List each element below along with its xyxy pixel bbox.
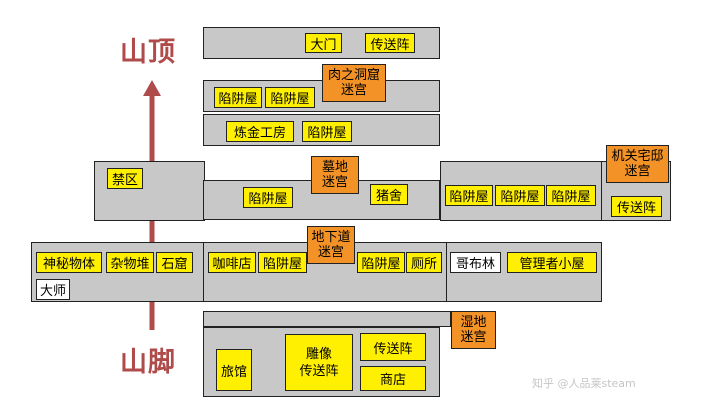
room-keeper-hut: 管理者小屋 xyxy=(507,252,597,273)
foot-label: 山脚 xyxy=(120,347,176,378)
dungeon-swamp: 湿地 迷宫 xyxy=(451,311,496,349)
room-toilet: 厕所 xyxy=(406,252,442,273)
room-gate: 大门 xyxy=(305,33,342,53)
tier-foot-strip xyxy=(203,311,451,327)
room-storage: 杂物堆 xyxy=(106,252,154,273)
room-goblin: 哥布林 xyxy=(450,252,501,273)
room-trap-g: 陷阱屋 xyxy=(546,185,596,206)
dungeon-tomb: 墓地 迷宫 xyxy=(311,156,359,194)
room-trap-f: 陷阱屋 xyxy=(495,185,545,206)
room-statue-teleport: 雕像 传送阵 xyxy=(285,334,353,391)
room-teleport-mansion: 传送阵 xyxy=(611,196,662,217)
room-trap-e: 陷阱屋 xyxy=(445,185,493,206)
room-trap-i: 陷阱屋 xyxy=(357,252,405,273)
room-trap-a: 陷阱屋 xyxy=(214,87,262,108)
room-master: 大师 xyxy=(36,279,70,300)
room-trap-b: 陷阱屋 xyxy=(265,87,315,108)
room-teleport-top: 传送阵 xyxy=(365,33,415,53)
watermark: 知乎 @人品莱steam xyxy=(532,377,636,390)
dungeon-meat-cave: 肉之洞窟 迷宫 xyxy=(322,64,386,102)
room-pigsty: 猪舍 xyxy=(370,184,408,205)
room-stone-cave: 石窟 xyxy=(156,252,193,273)
room-mystery-creature: 神秘物体 xyxy=(36,252,102,273)
room-cafe: 咖啡店 xyxy=(208,252,256,273)
room-forbidden: 禁区 xyxy=(107,168,143,189)
room-shop: 商店 xyxy=(360,366,426,391)
room-trap-d: 陷阱屋 xyxy=(243,187,293,208)
room-trap-c: 陷阱屋 xyxy=(302,121,352,142)
summit-label: 山顶 xyxy=(120,37,176,68)
dungeon-mansion: 机关宅邸 迷宫 xyxy=(606,145,669,183)
room-trap-h: 陷阱屋 xyxy=(258,252,307,273)
room-inn: 旅馆 xyxy=(216,349,252,391)
dungeon-underground: 地下道 迷宫 xyxy=(307,226,355,264)
room-alchemy: 炼金工房 xyxy=(226,121,294,142)
room-teleport-bottom: 传送阵 xyxy=(360,333,426,361)
